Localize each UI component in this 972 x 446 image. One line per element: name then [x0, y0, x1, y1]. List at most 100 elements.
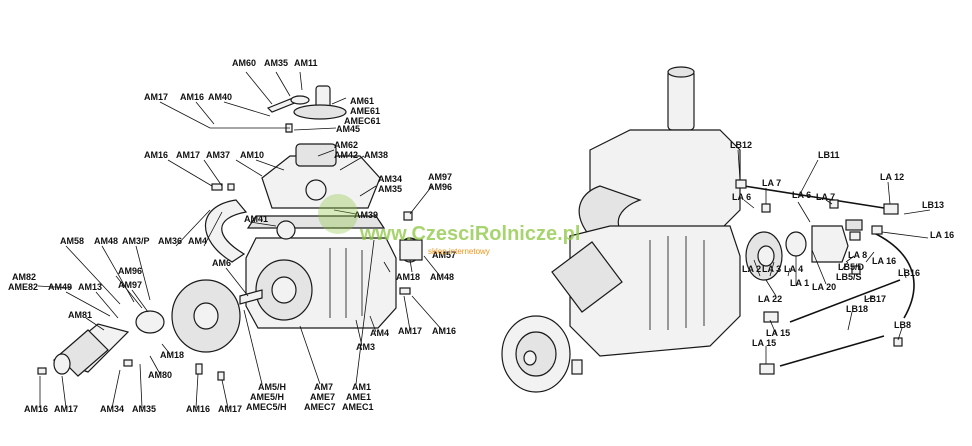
part-label: AM13	[78, 282, 102, 292]
part-label: AM41	[244, 214, 268, 224]
lb8-fitting	[893, 337, 903, 347]
part-label: LA 7	[816, 192, 835, 202]
part-label: AM16	[144, 150, 168, 160]
part-label: AM35	[132, 404, 156, 414]
part-label: LB17	[864, 294, 886, 304]
part-label: AM80	[148, 370, 172, 380]
housing-fins	[649, 236, 705, 330]
front-flange-inner	[515, 331, 557, 377]
part-label: AM16	[186, 404, 210, 414]
valve-nut	[849, 231, 861, 241]
part-label: AM17	[144, 92, 168, 102]
part-label: LA 16	[872, 256, 896, 266]
front-shaft	[523, 350, 537, 366]
part-label: AM37	[206, 150, 230, 160]
part-label: AM10	[240, 150, 264, 160]
part-label: LA 16	[930, 230, 954, 240]
lb12-fitting	[735, 179, 747, 189]
rear-coupling	[399, 239, 423, 261]
part-label: AMEC61	[344, 116, 381, 126]
part-label: AM17	[398, 326, 422, 336]
part-label: AM17	[176, 150, 200, 160]
part-label: LA 4	[784, 264, 803, 274]
left-part-labels: AM60 AM35 AM11 AM17 AM16 AM40 AM61 AME61…	[8, 58, 456, 414]
watermark-brand: www.CzesciRolnicze.pl	[359, 223, 580, 245]
fastener-group	[37, 183, 413, 381]
la7-nut	[761, 203, 771, 213]
part-label: AM34	[378, 174, 402, 184]
part-label: LB18	[846, 304, 868, 314]
valve-knob	[290, 95, 310, 105]
part-label: AM96	[428, 182, 452, 192]
part-label: AM49	[48, 282, 72, 292]
nut	[227, 183, 235, 191]
part-label: AME82	[8, 282, 38, 292]
bearing-ring	[135, 310, 165, 334]
bolt	[399, 287, 411, 295]
part-label: LB8	[894, 320, 911, 330]
flange-hub	[193, 302, 219, 330]
valve-cap	[845, 219, 863, 231]
part-label: LA 12	[880, 172, 904, 182]
lb11-rod	[743, 185, 885, 209]
watermark-logo-icon	[318, 194, 358, 234]
lb18-rod	[779, 335, 885, 367]
part-label: LA 8	[848, 250, 867, 260]
head-port	[305, 179, 327, 201]
part-label: AM11	[294, 58, 318, 68]
part-label: LA 6	[732, 192, 751, 202]
bolt	[37, 367, 47, 375]
part-label: AMEC5/H	[246, 402, 287, 412]
body-shaft-bore	[271, 276, 297, 304]
part-label: AM45	[336, 124, 360, 134]
part-label: AM38	[364, 150, 388, 160]
left-exploded-pump: AM60 AM35 AM11 AM17 AM16 AM40 AM61 AME61…	[8, 58, 456, 414]
part-label: AM40	[208, 92, 232, 102]
curved-hose	[204, 199, 248, 263]
bolt	[123, 359, 133, 367]
part-label: LA 3	[762, 264, 781, 274]
left-leader-lines	[37, 71, 443, 409]
part-label: AM39	[354, 210, 378, 220]
part-label: AM5/H	[258, 382, 286, 392]
head-valve-block	[295, 143, 337, 167]
part-label: AM58	[60, 236, 84, 246]
part-label: AME5/H	[250, 392, 284, 402]
part-label: AM42	[334, 150, 358, 160]
watermark-tagline: sklep internetowy	[428, 247, 490, 256]
valve-disc-center	[757, 245, 775, 267]
part-label: LA 6	[792, 190, 811, 200]
part-label: LB16	[898, 268, 920, 278]
part-label: AM6	[212, 258, 231, 268]
part-label: AM97	[118, 280, 142, 290]
right-assembled-pump: LB12 LB11 LA 7 LA 6 LA 6 LA 7 LA 12 LB13…	[501, 66, 954, 393]
inlet-tube	[667, 69, 695, 131]
part-label: AM3	[356, 342, 375, 352]
part-label: AM7	[314, 382, 333, 392]
front-stud	[571, 359, 583, 375]
part-label: AM4	[370, 328, 389, 338]
part-label: AME7	[310, 392, 335, 402]
inlet-tube-mouth	[667, 66, 695, 78]
part-label: AMEC1	[342, 402, 374, 412]
side-gearbox	[551, 241, 623, 313]
part-label: LA 15	[766, 328, 790, 338]
part-label: AM35	[378, 184, 402, 194]
valve-plate	[293, 104, 347, 120]
valve-body	[811, 225, 849, 263]
la15-fitting	[763, 311, 779, 323]
part-label: LB5/D	[838, 262, 865, 272]
part-label: LA 20	[812, 282, 836, 292]
part-label: AM82	[12, 272, 36, 282]
part-label: LA 1	[790, 278, 809, 288]
la16-fitting	[871, 225, 883, 235]
part-label: AM96	[118, 266, 142, 276]
washer	[217, 371, 225, 381]
part-label: AM16	[24, 404, 48, 414]
watermark: www.CzesciRolnicze.pl sklep internetowy	[318, 194, 580, 256]
bolt	[195, 363, 203, 375]
part-label: LA 15	[752, 338, 776, 348]
part-label: AME61	[350, 106, 380, 116]
nut	[403, 211, 413, 221]
